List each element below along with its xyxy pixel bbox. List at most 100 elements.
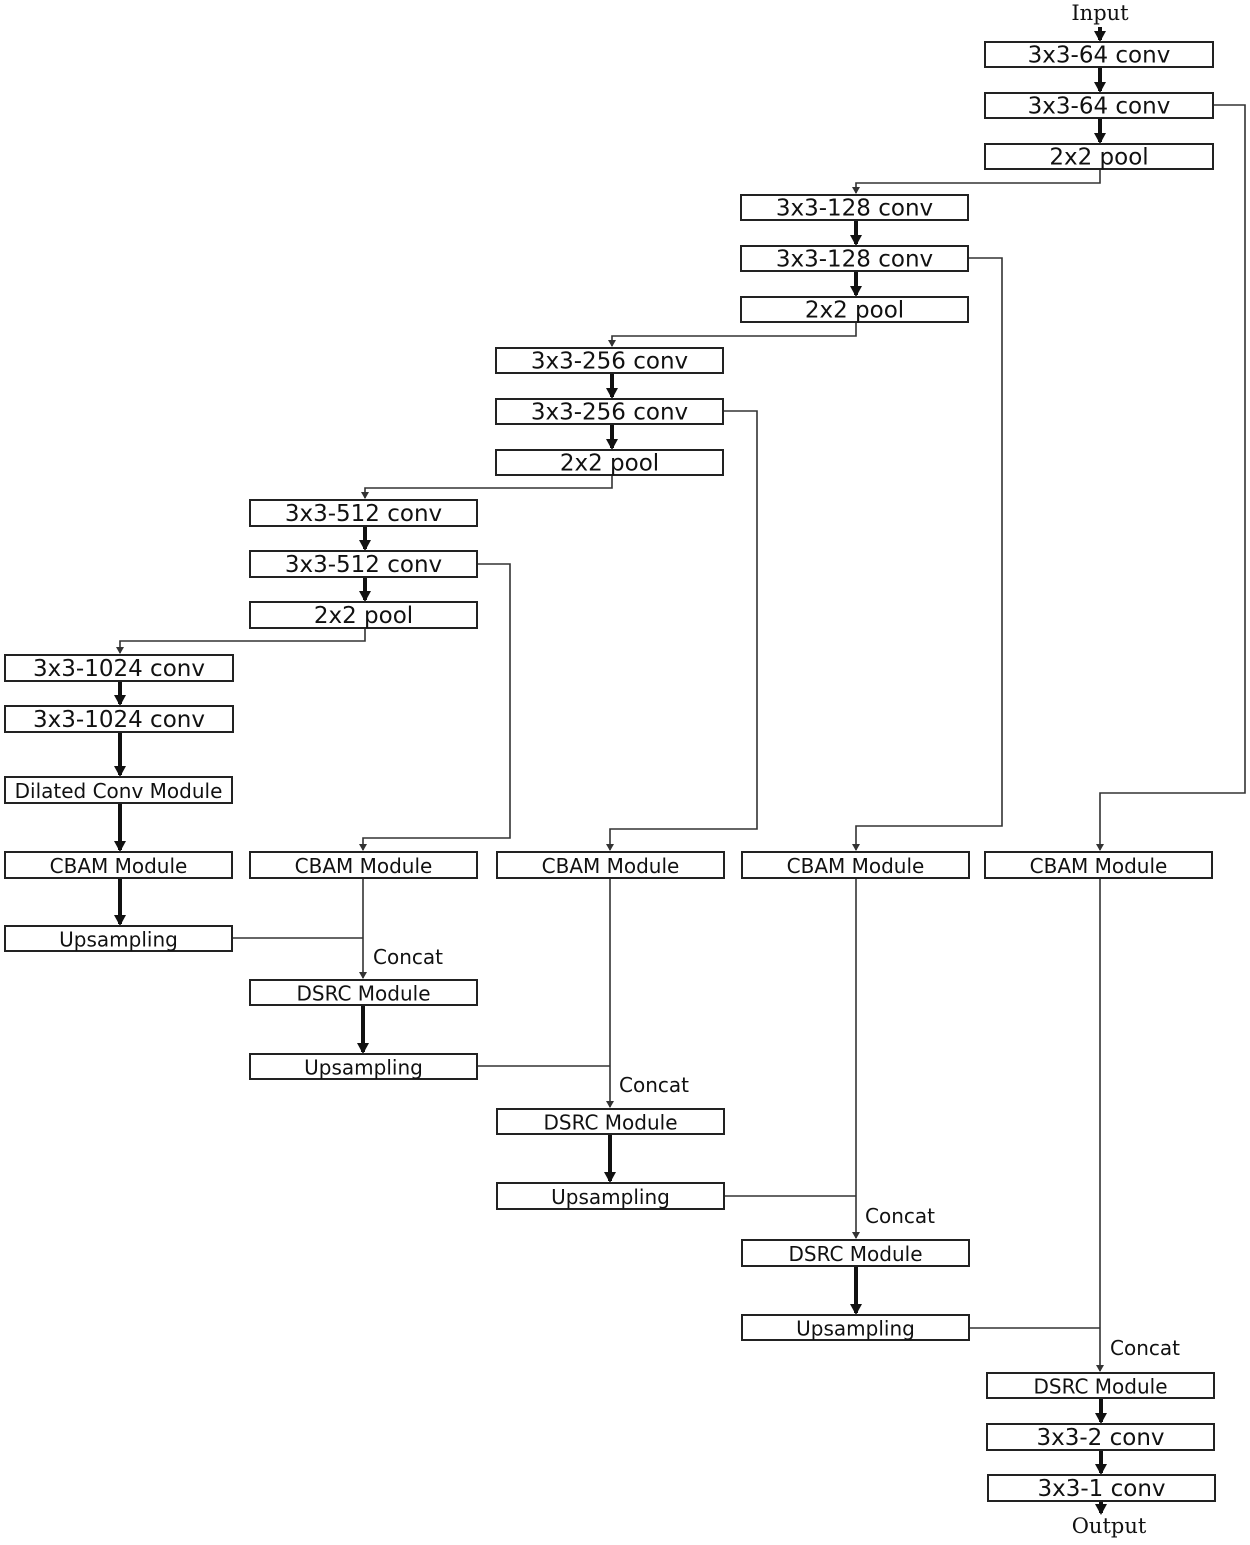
- box-label: CBAM Module: [295, 854, 433, 878]
- concat-label-1: Concat: [373, 945, 443, 969]
- box-frame: [495, 449, 724, 476]
- box-label: Upsampling: [796, 1317, 915, 1341]
- box-frame: [4, 851, 233, 879]
- box-label: 3x3-1 conv: [1037, 1476, 1165, 1502]
- box-label: 2x2 pool: [560, 451, 659, 477]
- input-label: Input: [1071, 1, 1129, 25]
- box-label: 3x3-128 conv: [776, 247, 933, 273]
- box-frame: [984, 41, 1214, 68]
- box-label: 2x2 pool: [314, 603, 413, 629]
- box-e2p: 2x2 pool: [740, 296, 969, 324]
- box-frame: [249, 499, 478, 527]
- box-label: Upsampling: [551, 1185, 670, 1209]
- box-frame: [984, 851, 1213, 879]
- box-label: CBAM Module: [50, 854, 188, 878]
- box-up1: Upsampling: [249, 1053, 478, 1080]
- box-frame: [986, 1423, 1215, 1451]
- concat-label-4: Concat: [1110, 1336, 1180, 1360]
- box-label: 3x3-256 conv: [531, 400, 688, 426]
- arrow-e2p-e3c1: [608, 322, 857, 347]
- box-cb0: CBAM Module: [4, 851, 233, 879]
- box-frame: [249, 601, 478, 629]
- concat-label-2: Concat: [619, 1073, 689, 1097]
- box-frame: [987, 1474, 1216, 1502]
- box-frame: [741, 851, 970, 879]
- box-frame: [740, 194, 969, 221]
- box-frame: [4, 654, 234, 682]
- box-ds3: DSRC Module: [741, 1239, 970, 1267]
- box-e1p: 2x2 pool: [984, 143, 1214, 171]
- skip-level1: [1096, 104, 1246, 851]
- box-label: DSRC Module: [1033, 1375, 1167, 1399]
- box-e3c2: 3x3-256 conv: [495, 398, 724, 426]
- box-label: 3x3-512 conv: [285, 552, 442, 578]
- box-ds1: DSRC Module: [249, 979, 478, 1006]
- box-frame: [249, 979, 478, 1006]
- box-label: CBAM Module: [542, 854, 680, 878]
- box-label: CBAM Module: [1030, 854, 1168, 878]
- box-label: Upsampling: [59, 928, 178, 952]
- connector-lines: [114, 27, 1246, 1515]
- box-cb3: CBAM Module: [741, 851, 970, 879]
- arrow-e3p-e4c1: [361, 475, 613, 499]
- box-frame: [496, 1108, 725, 1135]
- skip-level2: [852, 257, 1003, 851]
- box-label: 3x3-64 conv: [1028, 94, 1171, 120]
- box-b2: 3x3-1024 conv: [4, 705, 234, 733]
- box-e4p: 2x2 pool: [249, 601, 478, 629]
- box-up3: Upsampling: [741, 1314, 970, 1341]
- box-label: 3x3-128 conv: [776, 196, 933, 222]
- box-ds4: DSRC Module: [986, 1372, 1215, 1399]
- box-cb2: CBAM Module: [496, 851, 725, 879]
- box-e3c1: 3x3-256 conv: [495, 347, 724, 375]
- box-label: 2x2 pool: [805, 298, 904, 324]
- box-frame: [4, 705, 234, 733]
- box-e4c1: 3x3-512 conv: [249, 499, 478, 527]
- box-frame: [249, 550, 478, 578]
- box-frame: [496, 851, 725, 879]
- box-frame: [496, 1182, 725, 1210]
- box-frame: [740, 245, 969, 272]
- box-e2c2: 3x3-128 conv: [740, 245, 969, 273]
- box-label: Upsampling: [304, 1056, 423, 1080]
- box-frame: [249, 1053, 478, 1080]
- box-label: Dilated Conv Module: [15, 779, 223, 803]
- box-label: 3x3-2 conv: [1036, 1425, 1164, 1451]
- skip-level4: [359, 563, 511, 851]
- concat-label-3: Concat: [865, 1204, 935, 1228]
- box-e1c2: 3x3-64 conv: [984, 92, 1214, 120]
- box-frame: [741, 1239, 970, 1267]
- box-ds2: DSRC Module: [496, 1108, 725, 1135]
- output-label: Output: [1072, 1514, 1147, 1538]
- box-frame: [4, 776, 233, 804]
- box-up2: Upsampling: [496, 1182, 725, 1210]
- box-label: DSRC Module: [788, 1242, 922, 1266]
- box-e4c2: 3x3-512 conv: [249, 550, 478, 578]
- box-label: DSRC Module: [543, 1111, 677, 1135]
- box-frame: [249, 851, 478, 879]
- box-e3p: 2x2 pool: [495, 449, 724, 477]
- box-e1c1: 3x3-64 conv: [984, 41, 1214, 69]
- box-label: 3x3-256 conv: [531, 349, 688, 375]
- arrow-e1p-e2c1: [852, 169, 1101, 194]
- box-cb4: CBAM Module: [984, 851, 1213, 879]
- box-frame: [984, 143, 1214, 170]
- box-frame: [740, 296, 969, 323]
- box-label: 3x3-512 conv: [285, 501, 442, 527]
- box-f2: 3x3-1 conv: [987, 1474, 1216, 1502]
- box-label: 3x3-1024 conv: [33, 656, 205, 682]
- box-b1: 3x3-1024 conv: [4, 654, 234, 682]
- skip-level3: [606, 410, 758, 851]
- box-dil: Dilated Conv Module: [4, 776, 233, 804]
- box-frame: [741, 1314, 970, 1341]
- box-frame: [495, 347, 724, 374]
- box-cb1: CBAM Module: [249, 851, 478, 879]
- box-label: CBAM Module: [787, 854, 925, 878]
- box-e2c1: 3x3-128 conv: [740, 194, 969, 222]
- box-label: 3x3-1024 conv: [33, 707, 205, 733]
- box-frame: [984, 92, 1214, 119]
- box-up0: Upsampling: [4, 925, 233, 952]
- box-frame: [4, 925, 233, 952]
- box-label: 2x2 pool: [1049, 145, 1148, 171]
